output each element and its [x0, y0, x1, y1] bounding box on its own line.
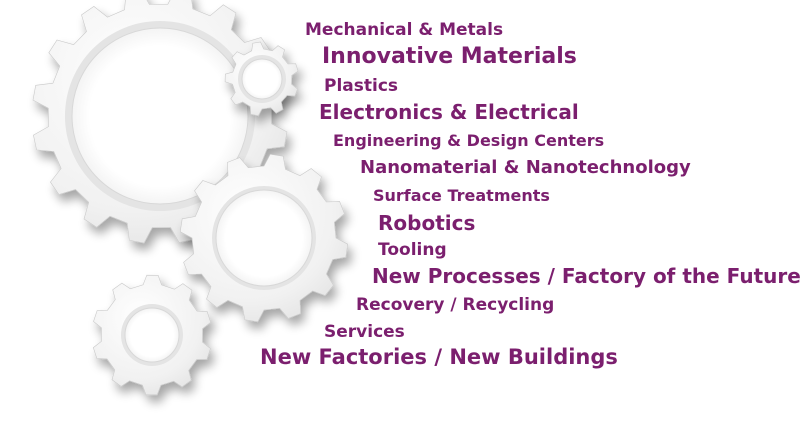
sector-mechanical-metals: Mechanical & Metals	[305, 20, 504, 40]
sector-recovery-recycling: Recovery / Recycling	[356, 295, 555, 315]
gear-icon	[32, 0, 288, 244]
sector-plastics: Plastics	[324, 76, 399, 96]
sector-tooling: Tooling	[378, 240, 447, 260]
gear-icon	[92, 274, 212, 396]
sector-new-factories-buildings: New Factories / New Buildings	[260, 345, 618, 369]
sector-innovative-materials: Innovative Materials	[322, 44, 577, 69]
sector-robotics: Robotics	[378, 211, 476, 235]
sector-services: Services	[324, 322, 405, 342]
sector-electronics-electrical: Electronics & Electrical	[319, 100, 579, 124]
sector-surface-treatments: Surface Treatments	[373, 186, 550, 205]
gear-large-hole	[71, 27, 249, 205]
sector-nanomaterial-nanotechnology: Nanomaterial & Nanotechnology	[360, 157, 691, 178]
gear-icon	[224, 41, 299, 117]
gear-bottom-hole	[124, 307, 180, 363]
sector-new-processes: New Processes / Factory of the Future	[372, 264, 800, 288]
sector-engineering-design-centers: Engineering & Design Centers	[333, 131, 605, 150]
gear-icon	[179, 153, 349, 323]
gear-medium-hole	[215, 189, 313, 287]
gear-small-hole	[241, 58, 283, 100]
